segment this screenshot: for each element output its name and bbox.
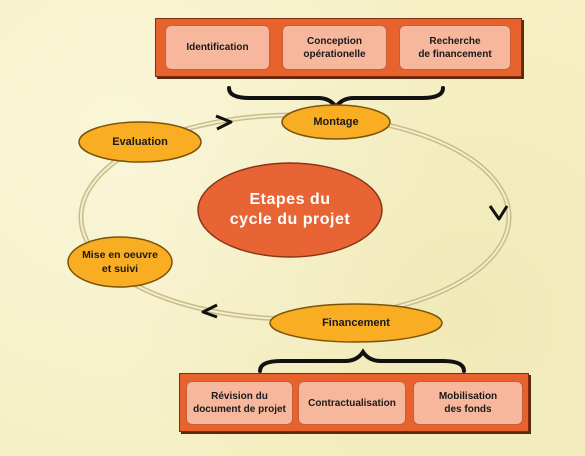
stage-mise-en-oeuvre-shape: [67, 236, 173, 288]
stage-montage-label: Montage: [313, 116, 359, 128]
stage-montage-shape: [281, 104, 391, 140]
arrow-to-montage: [215, 114, 233, 131]
top-brace: [227, 86, 445, 111]
top-item-identification: Identification: [165, 25, 270, 70]
top-activities-group: Identification Conception opérationelle …: [155, 18, 522, 77]
stage-financement-label: Financement: [322, 317, 390, 329]
bottom-item-contractualisation: Contractualisation: [298, 381, 406, 425]
stage-evaluation-shape: [78, 121, 202, 163]
top-item-recherche: Recherche de financement: [399, 25, 511, 70]
arrow-to-mise-en-oeuvre: [201, 303, 218, 319]
bottom-activities-group: Révision du document de projet Contractu…: [179, 373, 529, 432]
center-title: Etapes du cycle du projet: [229, 191, 351, 228]
arrow-down-right: [488, 205, 509, 221]
bottom-item-revision: Révision du document de projet: [186, 381, 293, 425]
center-ellipse: [197, 162, 383, 258]
bottom-brace: [258, 348, 466, 373]
top-item-conception: Conception opérationelle: [282, 25, 387, 70]
stage-mise-en-oeuvre-label: Mise en oeuvre et suivi: [82, 249, 158, 275]
bottom-item-mobilisation: Mobilisation des fonds: [413, 381, 523, 425]
stage-evaluation-label: Evaluation: [112, 136, 168, 148]
stage-financement-shape: [269, 303, 443, 343]
